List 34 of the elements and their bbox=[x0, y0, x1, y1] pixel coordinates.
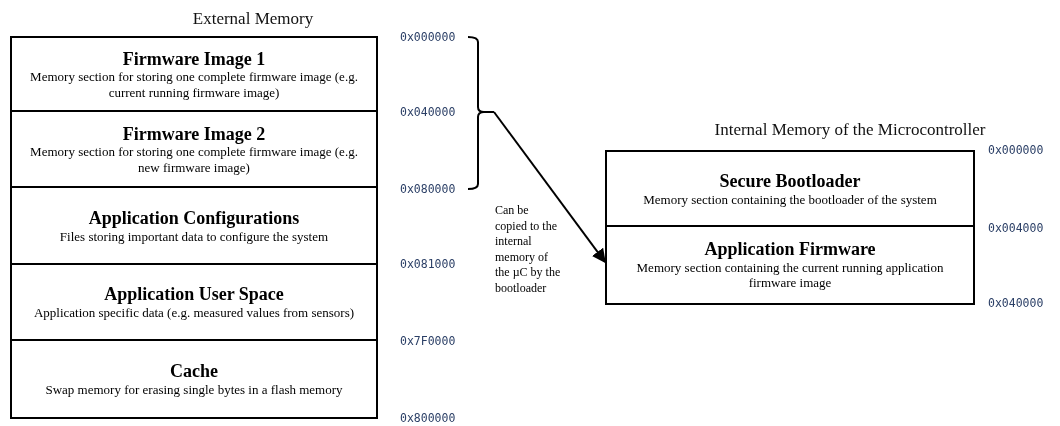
address-label: 0x040000 bbox=[988, 296, 1044, 310]
section-description: Application specific data (e.g. measured values from sensors) bbox=[33, 305, 355, 321]
section-description: Memory section containing the bootloader of the system bbox=[643, 192, 937, 208]
memory-section bbox=[605, 225, 975, 305]
section-title: Cache bbox=[170, 360, 218, 382]
section-description: Memory section for storing one complete firmware image (e.g. current running firmware image) bbox=[29, 69, 359, 101]
section-title: Application Configurations bbox=[88, 207, 300, 229]
address-label: 0x800000 bbox=[400, 411, 456, 425]
address-label: 0x080000 bbox=[400, 182, 456, 196]
section-title: Application Firmware bbox=[704, 239, 876, 260]
memory-section bbox=[10, 186, 378, 266]
memory-section bbox=[10, 339, 378, 419]
section-title: Firmware Image 1 bbox=[122, 48, 266, 70]
section-description: Files storing important data to configure the system bbox=[59, 228, 329, 245]
address-label: 0x040000 bbox=[400, 105, 456, 119]
memory-section bbox=[10, 263, 378, 342]
memory-section bbox=[10, 36, 378, 113]
memory-section bbox=[10, 110, 378, 189]
address-label: 0x7F0000 bbox=[400, 334, 456, 348]
memory-heading: External Memory bbox=[192, 9, 314, 29]
section-description: Memory section for storing one complete firmware image (e.g. new firmware image) bbox=[29, 144, 359, 176]
section-title: Application User Space bbox=[104, 284, 284, 306]
address-label: 0x000000 bbox=[400, 30, 456, 44]
section-title: Firmware Image 2 bbox=[122, 123, 266, 145]
curly-bracket bbox=[466, 36, 494, 190]
memory-heading: Internal Memory of the Microcontroller bbox=[714, 120, 986, 140]
section-title: Secure Bootloader bbox=[719, 171, 861, 193]
section-description: Memory section containing the current running application firmware image bbox=[635, 259, 945, 291]
edge-label: Can be copied to the internal memory of the µC by the bootloader bbox=[495, 203, 562, 297]
address-label: 0x081000 bbox=[400, 257, 456, 271]
address-label: 0x004000 bbox=[988, 221, 1044, 235]
arrow bbox=[493, 111, 606, 264]
section-description: Swap memory for erasing single bytes in a flash memory bbox=[45, 381, 343, 398]
address-label: 0x000000 bbox=[988, 143, 1044, 157]
